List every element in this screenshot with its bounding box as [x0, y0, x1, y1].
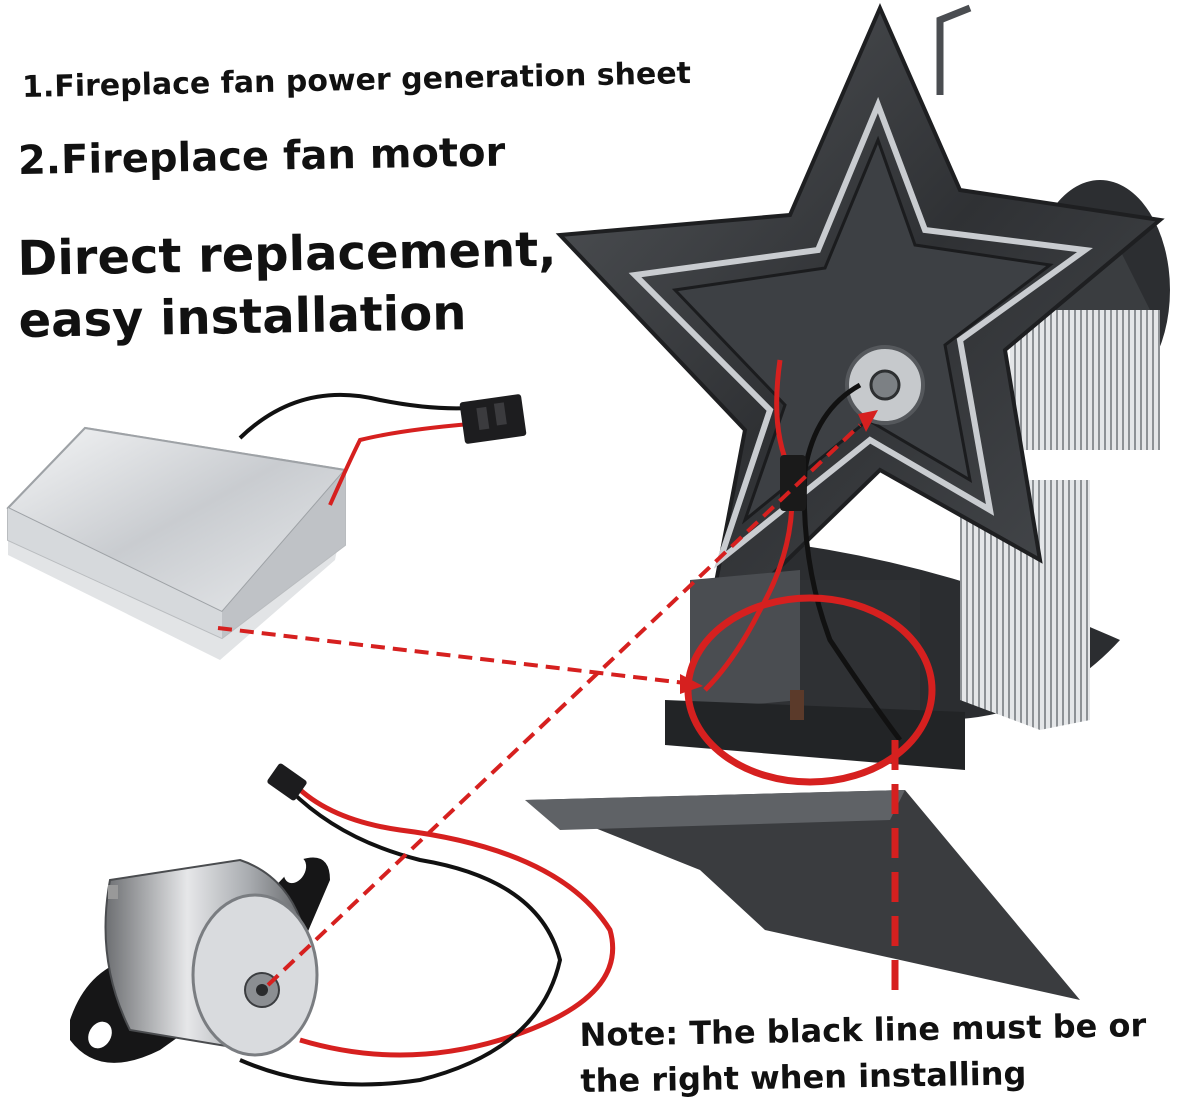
star-frame-inner-edge — [628, 96, 1093, 569]
fan-foot — [525, 790, 1080, 1000]
fan-black-wire — [801, 382, 903, 742]
star-fan-image — [525, 3, 1170, 1000]
fan-motor-image — [70, 763, 616, 1087]
thermoelectric-plate-image — [6, 392, 527, 660]
plate-black-wire — [238, 392, 471, 440]
fan-wire-connector — [780, 455, 806, 511]
heat-fins-lower — [960, 480, 1090, 730]
heat-fins-right — [1010, 310, 1160, 450]
motor-black-wire — [239, 788, 563, 1087]
fan-red-wire — [703, 359, 795, 692]
motor-red-wire — [293, 783, 616, 1058]
arrow-plate-to-base — [217, 626, 686, 685]
motor-connector — [267, 763, 307, 801]
fan-handle — [936, 4, 972, 95]
installation-note: Note: The black line must be or the righ… — [579, 1002, 1147, 1104]
plate-connector — [459, 394, 527, 444]
connection-arrows — [217, 410, 878, 987]
plate-red-wire — [328, 422, 471, 506]
arrow-motor-to-hub — [266, 423, 862, 987]
fan-base-plate — [665, 700, 965, 770]
